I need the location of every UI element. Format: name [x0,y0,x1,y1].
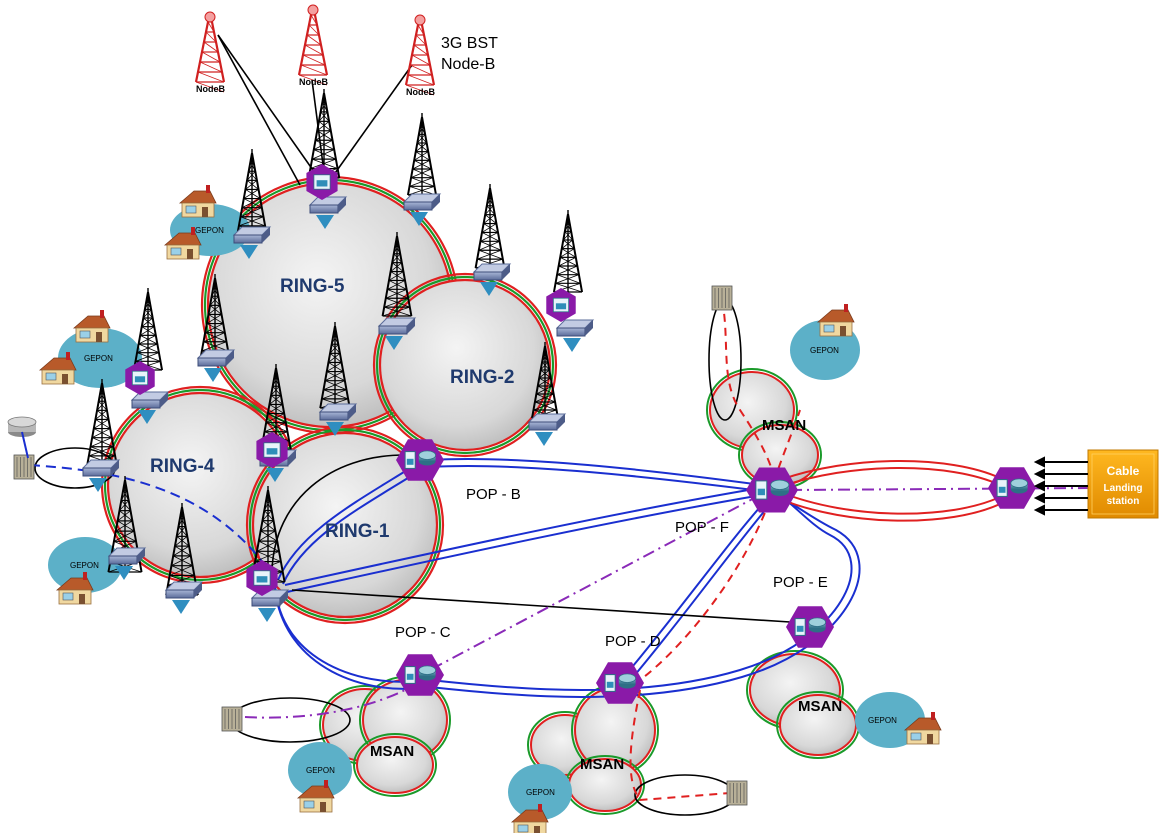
gepon-blobs: GEPON GEPON GEPON GEPON GEPON GEPON GEPO… [48,204,925,820]
nodeb-layer: NodeB NodeB NodeB [194,4,436,97]
msan-label-e: MSAN [798,698,842,715]
msan-cabinet-icon [711,285,733,311]
house-icon [816,304,855,337]
bst-label-line1: 3G BST [441,35,498,52]
pop-f-landing-links [779,460,1001,522]
msan-cabinet-icon [726,780,748,806]
ring-1-label: RING-1 [325,521,390,542]
nodeb-tower-icon: NodeB [297,4,329,87]
switch-icon [196,349,236,382]
dashed-red-links [629,299,801,802]
cable-landing-station: Cable Landing station [1033,449,1159,519]
switch-icon [555,319,595,352]
msan-label-d: MSAN [580,756,624,773]
tower-icon [319,322,351,409]
pop-router-icon [786,606,834,648]
cable-label-line1: Cable [1107,464,1140,478]
house-icon [38,352,77,385]
gepon-label: GEPON [70,561,99,570]
gepon-3: GEPON [48,537,122,593]
pop-d-label: POP - D [605,633,661,650]
pop-c-label: POP - C [395,624,451,641]
switch-icon [81,459,121,492]
switch-icon [318,403,358,436]
cable-label-line3: station [1107,496,1140,507]
switch-icon [377,317,417,350]
gepon-label: GEPON [810,346,839,355]
house-layer [38,185,942,833]
gepon-label: GEPON [306,766,335,775]
tower-icon [474,184,506,269]
ring-5-label: RING-5 [280,276,345,297]
bst-label-line2: Node-B [441,56,495,73]
switch-icon [250,589,290,622]
access-node-icon [256,432,288,468]
nodeb-tower-icon: NodeB [194,11,226,94]
ring-4-label: RING-4 [150,456,215,477]
nodeb-label: NodeB [299,77,329,87]
msan-cabinet-icon [221,706,243,732]
gepon-label: GEPON [84,354,113,363]
access-node-icon [246,560,278,596]
dashed-blue-link [29,464,266,566]
router-icon [7,416,37,459]
gepon-label: GEPON [868,716,897,725]
pop-router-icon [746,467,798,513]
pop-router-icon [988,467,1036,509]
pop-layer [125,164,1036,704]
tower-icon [132,288,164,371]
switch-icon [164,581,204,614]
gepon-6: GEPON [288,742,352,798]
switch-icon [527,413,567,446]
tower-icon [552,210,584,293]
nodeb-tower-icon: NodeB [404,14,436,97]
ring-2-circle [372,272,558,458]
msan-label-c: MSAN [370,743,414,760]
house-icon [296,780,335,813]
access-node-icon [546,288,576,322]
house-icon [72,310,111,343]
house-icon [178,185,217,218]
tower-icon [86,379,118,466]
gepon-label: GEPON [195,226,224,235]
msan-cabinet-icon [13,454,35,480]
switch-icon [107,547,147,580]
pop-router-icon [396,654,444,696]
tower-icon [236,149,268,236]
nodeb-label: NodeB [406,87,436,97]
pop-router-icon [596,662,644,704]
house-icon [510,804,549,833]
pop-f-label: POP - F [675,519,729,536]
gepon-2: GEPON [58,328,142,388]
tower-icon [406,113,438,196]
gepon-7: GEPON [508,764,572,820]
pop-e-label: POP - E [773,574,828,591]
switch-icon [472,263,512,296]
switch-icon [232,226,272,259]
house-icon [163,227,202,260]
cable-label-line2: Landing [1104,483,1143,494]
msan-label-top: MSAN [762,417,806,434]
pop-router-icon [396,439,444,481]
switch-icon [402,193,442,226]
msan-device-layer [13,285,748,806]
switch-layer [81,193,595,622]
backbone-links [274,458,861,698]
msan-cluster-d [527,684,659,815]
gepon-label: GEPON [526,788,555,797]
house-icon [903,712,942,745]
house-icon [55,572,94,605]
tower-icon [531,342,559,419]
pop-b-label: POP - B [466,486,521,503]
ring-2-label: RING-2 [450,367,514,388]
nodeb-label: NodeB [196,84,226,94]
access-node-icon [125,361,155,395]
switch-icon [308,196,348,229]
tower-icon [307,89,341,179]
access-node-icon [306,164,338,200]
tower-icon [381,232,413,317]
